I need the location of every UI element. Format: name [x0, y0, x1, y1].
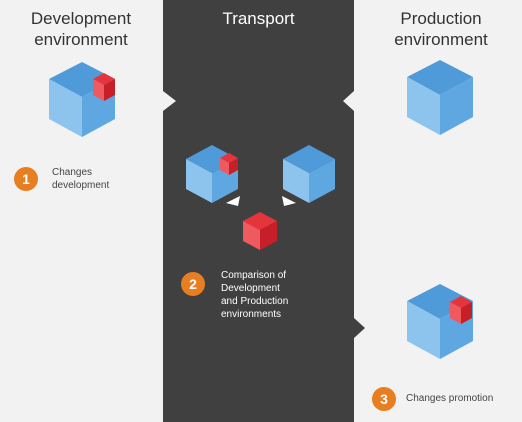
pointer-right-icon: [282, 196, 296, 206]
step-1-line: Changes: [52, 167, 93, 178]
step-2-line: Comparison of: [221, 270, 287, 281]
step-3-line: Changes promotion: [406, 393, 494, 404]
step-2: 2 Comparison of Development and Producti…: [181, 269, 288, 321]
step-3-label: Changes promotion: [406, 392, 493, 405]
step-2-line: Development: [221, 283, 280, 294]
change-difference-block: [243, 212, 277, 250]
change-block-icon: [220, 153, 238, 175]
development-title-line1: Development: [30, 9, 132, 28]
step-1-line: development: [52, 180, 110, 191]
promoted-production-cube: [407, 284, 473, 359]
production-column-title: Production environment: [370, 8, 512, 50]
pointer-left-icon: [226, 196, 240, 206]
step-1: 1 Changes development: [14, 167, 109, 192]
development-cube: [49, 62, 115, 137]
change-block-icon: [450, 296, 472, 324]
step-number-badge: 3: [372, 387, 396, 411]
step-number-badge: 1: [14, 167, 38, 191]
development-column-title: Development environment: [10, 8, 152, 50]
transport-column-title: Transport: [163, 8, 354, 29]
production-title-line2: environment: [394, 30, 488, 49]
production-cube: [407, 60, 473, 135]
step-1-label: Changes development: [52, 166, 109, 192]
step-2-line: environments: [221, 309, 282, 320]
change-block-icon: [93, 73, 115, 101]
step-2-line: and Production: [221, 296, 289, 307]
transport-band-shape: [163, 0, 365, 422]
production-title-line1: Production: [400, 9, 482, 28]
development-title-line2: environment: [34, 30, 128, 49]
transport-production-cube: [283, 145, 335, 203]
step-2-label: Comparison of Development and Production…: [221, 269, 288, 321]
transport-development-cube: [186, 145, 238, 203]
step-number-badge: 2: [181, 272, 205, 296]
step-3: 3 Changes promotion: [372, 387, 493, 411]
transport-title: Transport: [222, 9, 295, 28]
